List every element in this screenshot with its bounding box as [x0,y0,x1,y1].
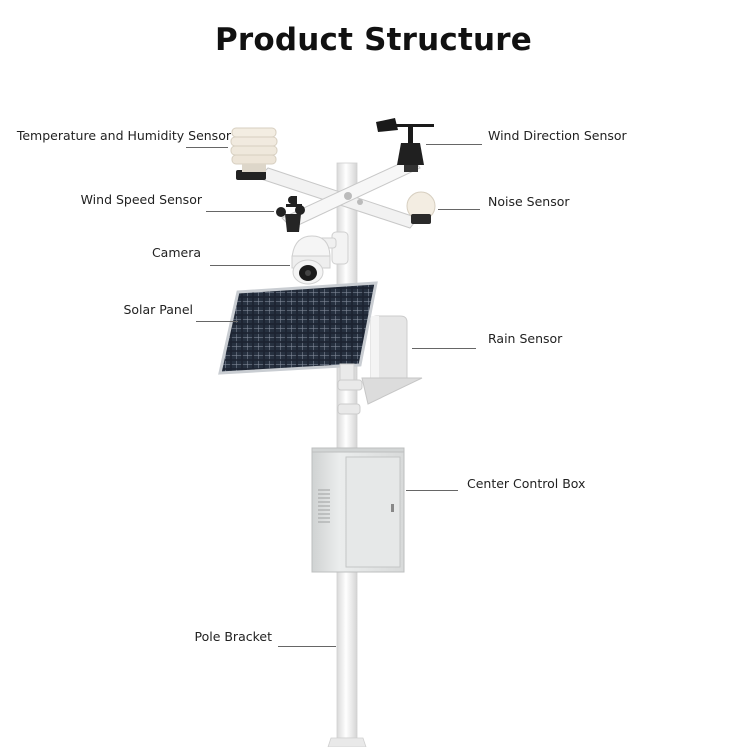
leader-pole-bracket [278,646,336,647]
label-noise-sensor: Noise Sensor [488,194,570,209]
diagram-title: Product Structure [214,22,533,58]
center-control-box-device [311,447,405,573]
label-center-control-box: Center Control Box [467,476,586,491]
temperature-humidity-sensor-device [230,127,278,180]
label-camera: Camera [151,245,201,260]
noise-sensor-device [406,191,436,224]
label-pole-bracket: Pole Bracket [194,629,272,644]
camera-device [291,231,349,285]
label-rain-sensor: Rain Sensor [488,331,563,346]
rain-sensor-device [337,315,423,415]
label-wind-direction-sensor: Wind Direction Sensor [488,128,627,143]
leader-wind-speed-sensor [206,211,274,212]
solar-panel-device [218,281,378,387]
wind-direction-sensor-device [376,118,434,172]
label-temperature-humidity-sensor: Temperature and Humidity Sensor [16,128,231,143]
leader-solar-panel [196,321,238,322]
leader-temperature-humidity-sensor [186,147,228,148]
leader-wind-direction-sensor [426,144,482,145]
leader-center-control-box [406,490,458,491]
cross-arm-bracket [257,157,421,229]
leader-rain-sensor [412,348,476,349]
leader-camera [210,265,290,266]
wind-speed-sensor-device [276,196,305,232]
label-solar-panel: Solar Panel [123,302,193,317]
leader-noise-sensor [438,209,480,210]
label-wind-speed-sensor: Wind Speed Sensor [80,192,202,207]
